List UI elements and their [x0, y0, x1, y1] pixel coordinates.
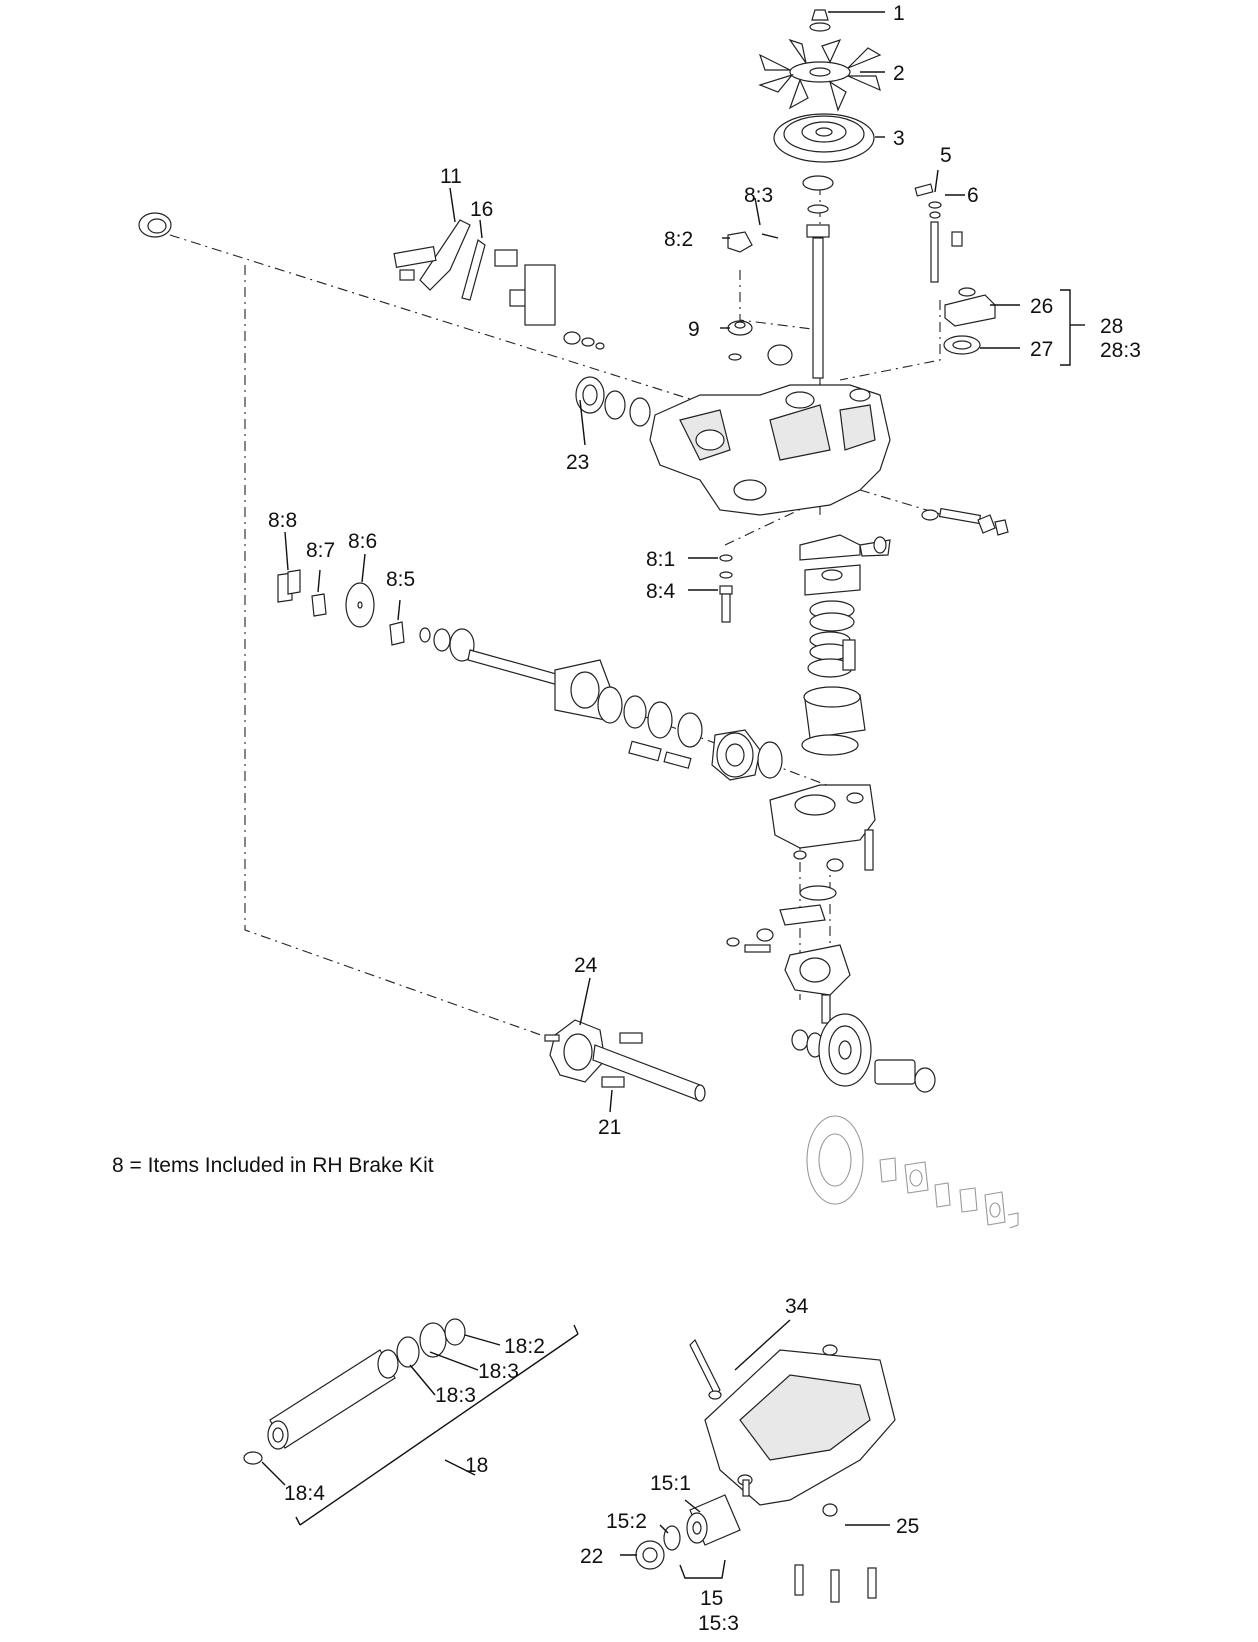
callout-8-7: 8:7 [306, 539, 335, 562]
callout-16: 16 [470, 198, 493, 221]
callout-15-3: 15:3 [698, 1612, 739, 1635]
cooling-fan [758, 38, 882, 112]
brake-kit-note: 8 = Items Included in RH Brake Kit [112, 1154, 434, 1177]
callout-18-3-lower: 18:3 [435, 1384, 476, 1407]
callout-28-3: 28:3 [1100, 339, 1141, 362]
callout-1: 1 [893, 2, 905, 25]
callout-8-3: 8:3 [744, 184, 773, 207]
fan-pulley-stack [758, 9, 882, 379]
callout-15-1: 15:1 [650, 1472, 691, 1495]
callout-9: 9 [688, 318, 700, 341]
callout-26: 26 [1030, 295, 1053, 318]
callout-3: 3 [893, 127, 905, 150]
brake-arm-parts [727, 231, 793, 366]
brake-kit-parts [277, 569, 475, 662]
filter-parts [635, 1494, 741, 1570]
control-shaft-parts [914, 183, 996, 355]
callout-8-1: 8:1 [646, 548, 675, 571]
brake-pin-parts [719, 554, 733, 623]
housing-bolt-group [921, 507, 1009, 536]
center-section [769, 784, 876, 926]
callout-18: 18 [465, 1454, 488, 1477]
motor-shaft-assembly [467, 649, 783, 781]
callout-24: 24 [574, 954, 598, 977]
callout-labels: 1 2 3 5 6 8:3 8:2 9 11 16 26 27 28 28:3 … [268, 2, 1141, 1635]
callout-5: 5 [940, 144, 952, 167]
callout-27: 27 [1030, 338, 1053, 361]
callout-18-3-upper: 18:3 [478, 1360, 519, 1383]
pump-stack [799, 534, 891, 756]
callout-11: 11 [440, 165, 462, 188]
callout-8-6: 8:6 [348, 530, 377, 553]
callout-25: 25 [896, 1515, 919, 1538]
callout-2: 2 [893, 62, 905, 85]
callout-6: 6 [967, 184, 979, 207]
callout-8-2: 8:2 [664, 228, 693, 251]
sump-housing [689, 1338, 896, 1603]
upper-housing [575, 376, 891, 516]
callout-leaders [261, 11, 1085, 1579]
callout-23: 23 [566, 451, 589, 474]
callout-8-8: 8:8 [268, 509, 297, 532]
callout-8-5: 8:5 [386, 568, 415, 591]
callout-15: 15 [700, 1587, 723, 1610]
callout-18-4: 18:4 [284, 1482, 325, 1505]
callout-28: 28 [1100, 315, 1123, 338]
callout-8-4: 8:4 [646, 580, 676, 603]
callout-21: 21 [598, 1116, 621, 1139]
upper-lever-parts [138, 212, 605, 350]
callout-15-2: 15:2 [606, 1510, 647, 1533]
axle-assembly [544, 1019, 706, 1102]
callout-22: 22 [580, 1545, 603, 1568]
drive-pulley [773, 113, 875, 163]
callout-18-2: 18:2 [504, 1335, 545, 1358]
charge-pump-parts [243, 1318, 579, 1526]
lower-gear-housing [726, 928, 851, 1024]
final-drive-gears [791, 1013, 1019, 1229]
callout-34: 34 [785, 1295, 809, 1318]
